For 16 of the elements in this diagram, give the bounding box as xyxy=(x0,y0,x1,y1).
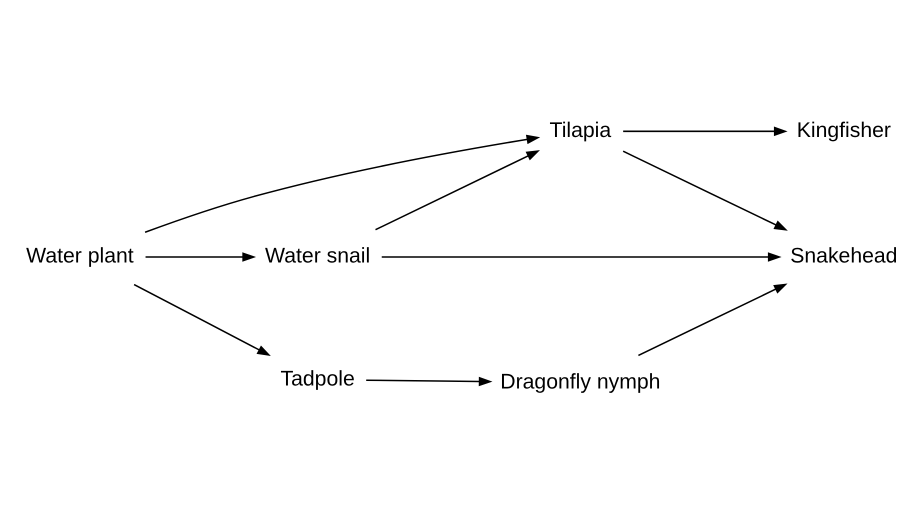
arrow xyxy=(382,252,782,262)
node-text: Kingfisher xyxy=(796,118,891,142)
arrow xyxy=(134,283,271,356)
node-text: Water snail xyxy=(265,244,370,268)
arrow xyxy=(366,376,492,386)
node-text: Water plant xyxy=(26,244,134,268)
arrow xyxy=(623,126,788,136)
arrow xyxy=(622,150,788,230)
arrow xyxy=(144,134,540,232)
node-text: Dragonfly nymph xyxy=(500,370,660,393)
node-text: Tadpole xyxy=(280,366,355,390)
node-text: Tilapia xyxy=(550,118,612,142)
node-text: Snakehead xyxy=(790,244,898,268)
arrow xyxy=(375,150,540,230)
arrow xyxy=(146,252,256,262)
arrow xyxy=(638,282,788,356)
